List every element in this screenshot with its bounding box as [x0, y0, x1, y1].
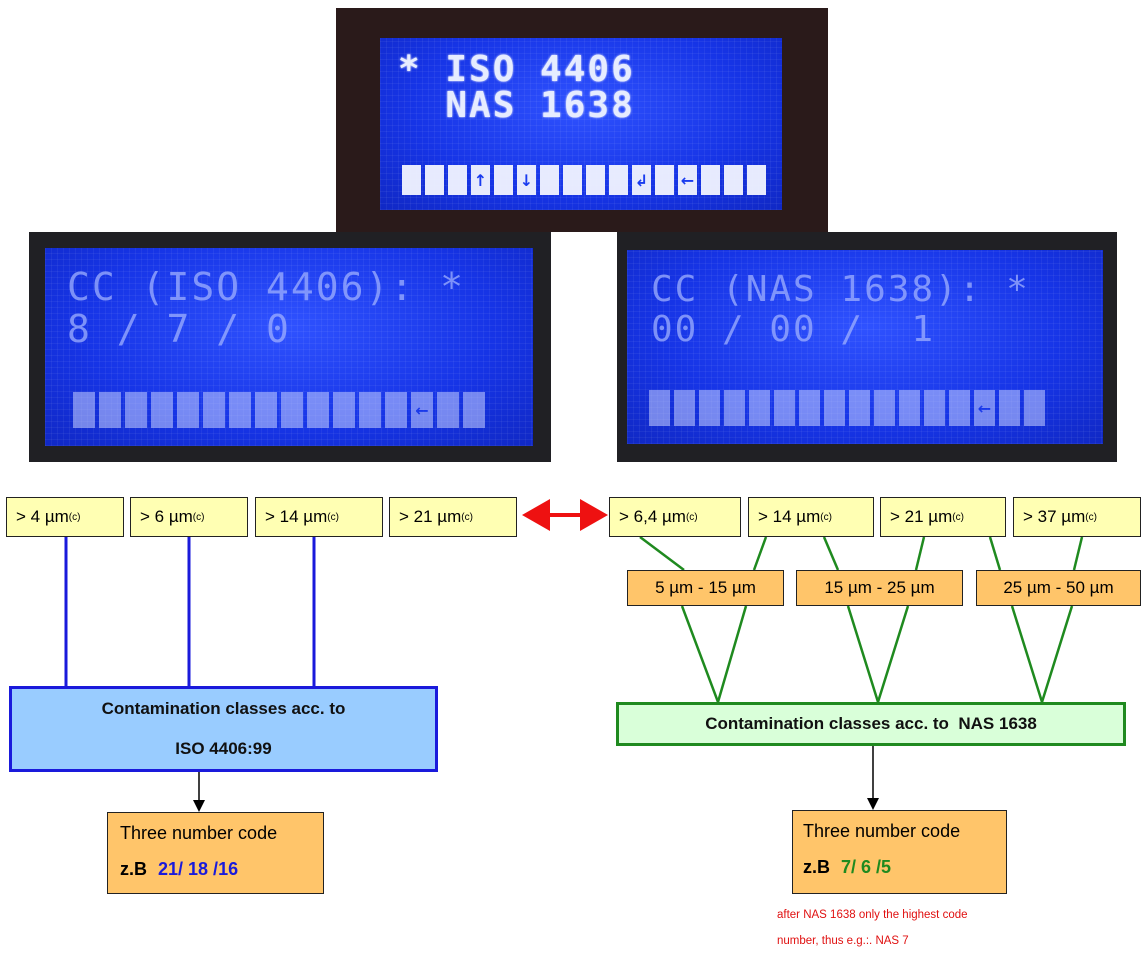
- iso-code-title: Three number code: [120, 823, 278, 843]
- iso-code-value: 21/ 18 /16: [158, 859, 239, 879]
- lcd-right-screen: CC (NAS 1638): * 00 / 00 / 1 ←: [627, 250, 1103, 444]
- iso-class-box: Contamination classes acc. to ISO 4406:9…: [9, 686, 438, 772]
- nas-note-line2: number, thus e.g.:. NAS 7: [777, 935, 909, 947]
- nas-size-21um: > 21 µm(c): [880, 497, 1006, 537]
- lcd-top-photo: * ISO 4406 NAS 1638 ↑ ↓ ↲ ←: [336, 8, 828, 232]
- lcd-right-photo: CC (NAS 1638): * 00 / 00 / 1 ←: [617, 232, 1117, 462]
- nas-range-15-25: 15 µm - 25 µm: [796, 570, 963, 606]
- nas-code-value: 7/ 6 /5: [841, 857, 892, 877]
- down-arrow-icon[interactable]: ↓: [517, 165, 536, 195]
- nas-code-prefix: z.B: [803, 857, 830, 877]
- back-arrow-icon[interactable]: ←: [411, 392, 433, 428]
- lcd-left-buttons: ←: [73, 392, 485, 428]
- nas-size-14um: > 14 µm(c): [748, 497, 874, 537]
- iso-size-4um: > 4 µm(c): [6, 497, 124, 537]
- nas-range-5-15: 5 µm - 15 µm: [627, 570, 784, 606]
- nas-range-25-50: 25 µm - 50 µm: [976, 570, 1141, 606]
- back-arrow-icon[interactable]: ←: [974, 390, 995, 426]
- lcd-right-line2: 00 / 00 / 1: [651, 309, 936, 350]
- lcd-left-photo: CC (ISO 4406): * 8 / 7 / 0 ←: [29, 232, 551, 462]
- enter-icon[interactable]: ↲: [632, 165, 651, 195]
- nas-code-title: Three number code: [803, 821, 961, 841]
- nas-code-box: Three number code z.B 7/ 6 /5: [792, 810, 1007, 894]
- nas-note: after NAS 1638 only the highest code num…: [777, 902, 968, 954]
- back-arrow-icon[interactable]: ←: [678, 165, 697, 195]
- iso-code-box: Three number code z.B 21/ 18 /16: [107, 812, 324, 894]
- lcd-right-line1: CC (NAS 1638): *: [651, 269, 1030, 310]
- lcd-top-line1: * ISO 4406: [398, 49, 635, 90]
- nas-note-line1: after NAS 1638 only the highest code: [777, 909, 968, 921]
- lcd-left-line1: CC (ISO 4406): *: [67, 265, 466, 309]
- iso-class-line1: Contamination classes acc. to: [101, 699, 346, 718]
- lcd-top-buttons: ↑ ↓ ↲ ←: [402, 165, 766, 195]
- lcd-left-screen: CC (ISO 4406): * 8 / 7 / 0 ←: [45, 248, 533, 446]
- lcd-top-screen: * ISO 4406 NAS 1638 ↑ ↓ ↲ ←: [380, 38, 782, 210]
- iso-size-21um: > 21 µm(c): [389, 497, 517, 537]
- iso-size-14um: > 14 µm(c): [255, 497, 383, 537]
- lcd-right-buttons: ←: [649, 390, 1045, 426]
- nas-class-label: Contamination classes acc. to NAS 1638: [705, 714, 1037, 733]
- nas-size-37um: > 37 µm(c): [1013, 497, 1141, 537]
- nas-size-6-4um: > 6,4 µm(c): [609, 497, 741, 537]
- nas-class-box: Contamination classes acc. to NAS 1638: [616, 702, 1126, 746]
- lcd-top-line2: NAS 1638: [398, 85, 635, 126]
- iso-size-6um: > 6 µm(c): [130, 497, 248, 537]
- iso-class-line2: ISO 4406:99: [175, 739, 272, 758]
- up-arrow-icon[interactable]: ↑: [471, 165, 490, 195]
- lcd-left-line2: 8 / 7 / 0: [67, 307, 291, 351]
- iso-code-prefix: z.B: [120, 859, 147, 879]
